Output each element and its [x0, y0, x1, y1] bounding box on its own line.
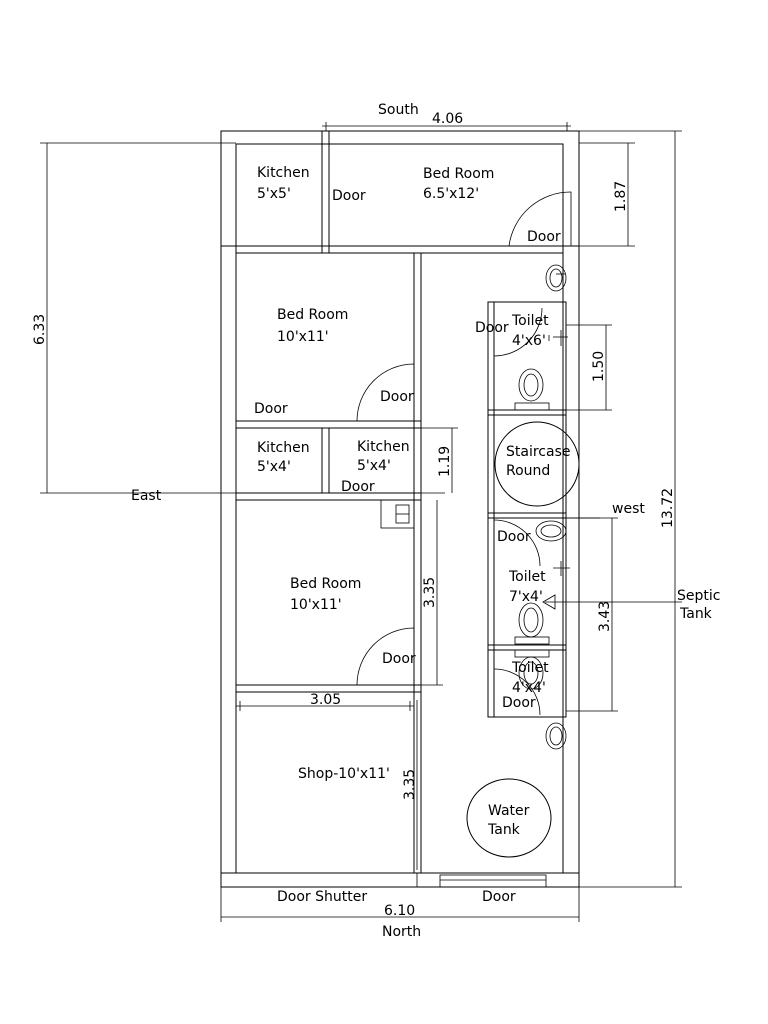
outer-walls	[220, 130, 580, 888]
dim-bottom-width: 6.10	[384, 903, 415, 919]
toilet-fixture-icon	[514, 368, 550, 411]
room-shop-name: Shop-10'x11'	[298, 766, 390, 782]
dim-toilet-top-depth: 1.50	[591, 351, 607, 382]
dim-bedroom-top-depth: 1.87	[613, 181, 629, 212]
room-toilet-low-size: 4'x4'	[512, 680, 546, 696]
dim-kitchen-row-depth: 1.19	[437, 446, 453, 477]
room-kitchen-mid-name: Kitchen	[357, 439, 410, 455]
label-west: west	[612, 501, 645, 517]
room-bedroom-top-name: Bed Room	[423, 166, 494, 182]
dim-shop-width: 3.05	[310, 692, 341, 708]
room-staircase-size: Round	[506, 463, 550, 479]
dim-right-height: 13.72	[660, 488, 676, 528]
door-kitchen-top: Door	[332, 188, 366, 204]
entrance-openings	[416, 873, 547, 888]
toilet-fixture-icon	[514, 649, 550, 690]
door-bedroom-lower: Door	[382, 651, 416, 667]
label-south: South	[378, 102, 419, 118]
dim-left-height: 6.33	[32, 314, 48, 345]
dimension-text: 4.06 6.10 3.05 6.33 13.72 1.87 1.50 1.19…	[32, 111, 676, 919]
room-toilet-top-name: Toilet	[511, 313, 549, 329]
dim-top-width: 4.06	[432, 111, 463, 127]
washbasin-icon	[545, 722, 567, 750]
tap-icon	[553, 561, 570, 576]
room-toilet-top-size: 4'x6'	[512, 333, 546, 349]
water-tank-icon	[466, 778, 552, 858]
round-staircase-icon	[494, 421, 580, 507]
room-kitchen-left-name: Kitchen	[257, 440, 310, 456]
room-kitchen-mid-size: 5'x4'	[357, 458, 391, 474]
dimension-lines	[40, 122, 682, 922]
room-staircase-name: Staircase	[506, 444, 570, 460]
room-kitchen-left-size: 5'x4'	[257, 459, 291, 475]
door-main: Door	[482, 889, 516, 905]
label-tank: Tank	[679, 606, 713, 622]
room-bedroom-top-size: 6.5'x12'	[423, 186, 479, 202]
room-labels: Kitchen 5'x5' Bed Room 6.5'x12' Bed Room…	[257, 165, 570, 838]
service-block	[487, 301, 567, 718]
door-toilet-mid: Door	[497, 529, 531, 545]
room-water-tank-name: Water	[488, 803, 530, 819]
washbasin-icon	[535, 520, 567, 542]
room-toilet-mid-name: Toilet	[508, 569, 546, 585]
interior-walls	[221, 131, 579, 873]
room-water-tank-size: Tank	[487, 822, 521, 838]
room-bedroom-upper-name: Bed Room	[277, 307, 348, 323]
door-shutter: Door Shutter	[277, 889, 367, 905]
room-bedroom-upper-size: 10'x11'	[277, 329, 329, 345]
room-kitchen-top-name: Kitchen	[257, 165, 310, 181]
dim-shop-depth: 3.35	[402, 769, 418, 800]
label-north: North	[382, 924, 421, 940]
room-toilet-low-name: Toilet	[511, 660, 549, 676]
door-labels: Door Door Door Door Door Door Door Door …	[254, 188, 561, 905]
compass-labels: South North East west Septic Tank	[131, 102, 720, 940]
room-bedroom-lower-size: 10'x11'	[290, 597, 342, 613]
door-bedroom-top: Door	[527, 229, 561, 245]
door-toilet-low: Door	[502, 695, 536, 711]
toilet-fixture-icon	[514, 602, 550, 645]
tap-icon	[548, 330, 568, 346]
fixtures	[466, 264, 580, 858]
washbasin-icon	[545, 264, 567, 292]
dim-bedroom-lower-depth: 3.35	[422, 577, 438, 608]
door-bedroom-upper-right: Door	[380, 389, 414, 405]
label-east: East	[131, 488, 162, 504]
door-toilet-top: Door	[475, 320, 509, 336]
room-bedroom-lower-name: Bed Room	[290, 576, 361, 592]
door-swings	[356, 191, 572, 716]
label-septic: Septic	[677, 588, 720, 604]
room-kitchen-top-size: 5'x5'	[257, 186, 291, 202]
dim-toilet-stack-depth: 3.43	[597, 601, 613, 632]
door-bedroom-upper-left: Door	[254, 401, 288, 417]
room-toilet-mid-size: 7'x4'	[509, 589, 543, 605]
door-kitchen-mid: Door	[341, 479, 375, 495]
